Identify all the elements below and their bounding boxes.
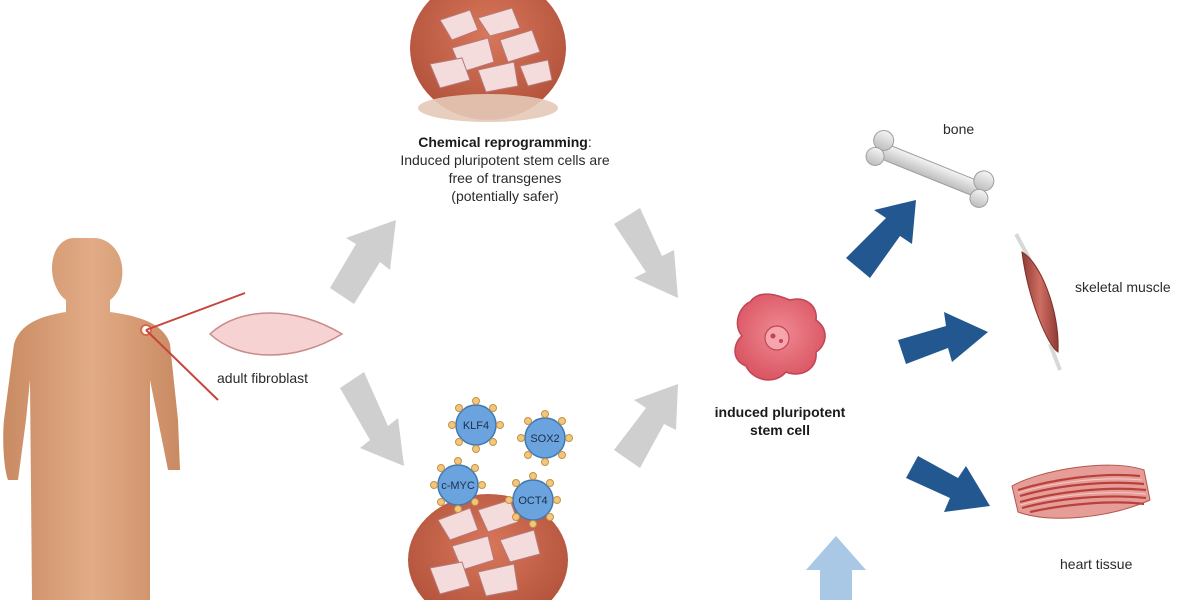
fibroblast-label: adult fibroblast bbox=[217, 370, 309, 386]
skeletal-muscle-icon bbox=[1014, 233, 1062, 371]
stem-cell-icon bbox=[734, 293, 826, 381]
arrow-up-right-icon bbox=[330, 220, 396, 304]
factor-label: OCT4 bbox=[518, 495, 547, 507]
chemical-title-colon: : bbox=[587, 134, 592, 150]
bone-label: bone bbox=[943, 121, 975, 137]
factor-sox2-icon: SOX2 bbox=[517, 410, 573, 466]
arrow-to-heart-icon bbox=[906, 456, 990, 512]
heart-tissue-icon bbox=[1011, 464, 1151, 519]
factor-label: SOX2 bbox=[530, 433, 559, 445]
factor-label: c-MYC bbox=[441, 480, 475, 492]
arrow-down-right-icon bbox=[614, 208, 678, 298]
chemical-line-1: Induced pluripotent stem cells are bbox=[400, 152, 610, 168]
bone-icon bbox=[865, 129, 995, 208]
human-body-icon bbox=[3, 238, 246, 600]
factor-label: KLF4 bbox=[463, 420, 489, 432]
ipsc-label: induced pluripotent stem cell bbox=[690, 403, 870, 439]
ipsc-label-line-2: stem cell bbox=[750, 422, 810, 438]
chemical-title: Chemical reprogramming bbox=[418, 134, 588, 150]
arrow-to-muscle-icon bbox=[898, 312, 988, 364]
blue-arrows bbox=[846, 200, 990, 512]
chemical-line-3: (potentially safer) bbox=[451, 188, 559, 204]
chemical-line-2: free of transgenes bbox=[448, 170, 562, 186]
arrow-up-right-icon bbox=[614, 384, 678, 468]
factor-cmyc-icon: c-MYC bbox=[430, 457, 486, 513]
chemical-reprogramming-text: Chemical reprogramming: Induced pluripot… bbox=[350, 133, 660, 205]
heart-tissue-label: heart tissue bbox=[1060, 556, 1133, 572]
arrow-to-bone-icon bbox=[846, 200, 916, 278]
chemical-title-row: Chemical reprogramming: bbox=[350, 133, 660, 151]
grey-arrows bbox=[330, 208, 678, 468]
fibroblast-cell-icon bbox=[208, 312, 344, 356]
factor-klf4-icon: KLF4 bbox=[448, 397, 504, 453]
arrow-down-icon bbox=[806, 536, 866, 600]
arrow-down-right-icon bbox=[340, 372, 404, 466]
ipsc-label-line-1: induced pluripotent bbox=[714, 404, 846, 420]
skeletal-muscle-label: skeletal muscle bbox=[1075, 279, 1171, 295]
factor-oct4-icon: OCT4 bbox=[505, 472, 561, 528]
petri-dish-top-icon bbox=[410, 0, 566, 122]
petri-dish-bottom-icon bbox=[408, 494, 568, 600]
